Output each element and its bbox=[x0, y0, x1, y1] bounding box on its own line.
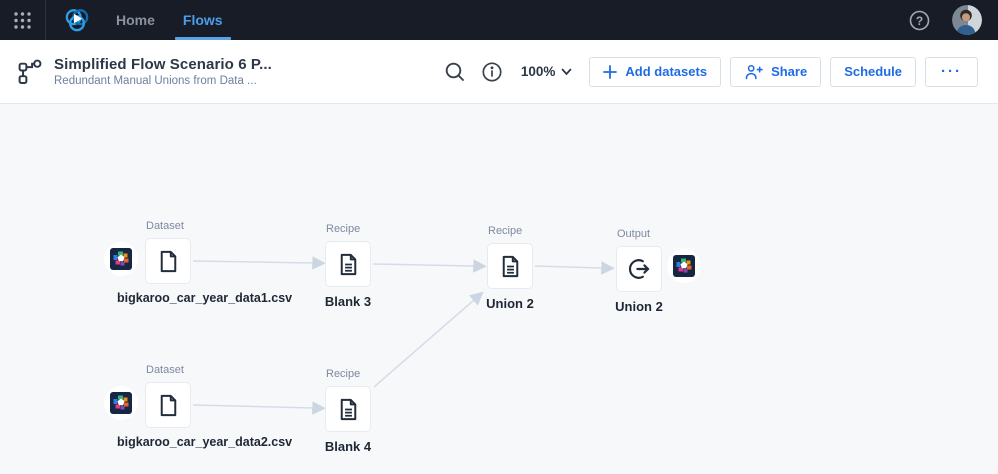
search-button[interactable] bbox=[444, 61, 466, 83]
navbar-right-cluster: ? bbox=[909, 5, 998, 35]
flow-icon bbox=[18, 59, 42, 84]
schedule-button[interactable]: Schedule bbox=[830, 56, 916, 87]
zoom-control[interactable]: 100% bbox=[521, 64, 573, 79]
output-icon bbox=[628, 259, 650, 279]
navbar-tabs: Home Flows bbox=[116, 0, 231, 40]
datasource-logo-icon bbox=[110, 392, 132, 414]
tab-home-label: Home bbox=[116, 12, 155, 28]
page-title: Simplified Flow Scenario 6 P... bbox=[54, 56, 272, 73]
avatar-photo bbox=[952, 5, 982, 35]
file-icon bbox=[160, 250, 176, 272]
datasource-badge bbox=[104, 386, 138, 420]
node-type-label: Recipe bbox=[326, 368, 361, 380]
schedule-label: Schedule bbox=[844, 64, 902, 79]
help-icon: ? bbox=[909, 10, 930, 30]
datasource-logo-icon bbox=[110, 248, 132, 270]
connector-line bbox=[534, 261, 615, 275]
title-block: Simplified Flow Scenario 6 P... Redundan… bbox=[54, 56, 272, 87]
search-icon bbox=[445, 62, 464, 81]
node-name-label: Blank 4 bbox=[324, 439, 372, 454]
share-label: Share bbox=[771, 64, 808, 79]
user-avatar[interactable] bbox=[952, 5, 982, 35]
add-datasets-button[interactable]: Add datasets bbox=[589, 56, 722, 87]
node-type-label: Recipe bbox=[326, 223, 361, 235]
flow-title-group: Simplified Flow Scenario 6 P... Redundan… bbox=[0, 56, 272, 87]
recipe-node-box[interactable] bbox=[487, 243, 533, 289]
node-recipe-blank4[interactable]: Recipe Blank 4 bbox=[325, 368, 371, 454]
datasource-logo-icon bbox=[673, 255, 695, 277]
node-dataset-1[interactable]: Dataset bigkaroo_car_year_data1.csv bbox=[117, 220, 292, 305]
waffle-dots-icon bbox=[14, 11, 31, 29]
toolbar-right-cluster: 100% Add datasets Share S bbox=[444, 56, 998, 87]
tab-home[interactable]: Home bbox=[116, 0, 155, 40]
file-icon bbox=[160, 394, 176, 416]
flow-toolbar: Simplified Flow Scenario 6 P... Redundan… bbox=[0, 40, 998, 104]
node-type-label: Dataset bbox=[146, 220, 184, 232]
navbar-divider bbox=[45, 0, 46, 40]
datasource-badge bbox=[104, 242, 138, 276]
recipe-icon bbox=[340, 398, 356, 420]
recipe-icon bbox=[340, 253, 356, 275]
node-name-label: Union 2 bbox=[615, 299, 663, 314]
info-button[interactable] bbox=[481, 61, 503, 83]
output-node-box[interactable] bbox=[616, 246, 662, 292]
datasource-badge bbox=[667, 249, 701, 283]
active-tab-underline bbox=[174, 37, 231, 40]
chevron-down-icon bbox=[562, 68, 572, 75]
dataset-node-box[interactable] bbox=[145, 382, 191, 428]
recipe-icon bbox=[502, 255, 518, 277]
node-name-label: bigkaroo_car_year_data2.csv bbox=[117, 435, 293, 449]
connector-line bbox=[192, 256, 326, 270]
connector-line bbox=[373, 291, 484, 388]
share-button[interactable]: Share bbox=[730, 56, 822, 87]
plus-icon bbox=[603, 64, 618, 79]
node-dataset-2[interactable]: Dataset bigkaroo_car_year_data2.csv bbox=[117, 364, 292, 449]
top-navbar: Home Flows ? bbox=[0, 0, 998, 40]
prep-logo-icon bbox=[65, 9, 89, 32]
recipe-node-box[interactable] bbox=[325, 241, 371, 287]
node-type-label: Output bbox=[617, 228, 651, 240]
node-output-union2[interactable]: Output Union 2 bbox=[615, 228, 663, 314]
ellipsis-icon: ··· bbox=[941, 63, 962, 80]
node-name-label: bigkaroo_car_year_data1.csv bbox=[117, 291, 293, 305]
node-type-label: Dataset bbox=[146, 364, 184, 376]
node-type-label: Recipe bbox=[488, 225, 523, 237]
dataset-node-box[interactable] bbox=[145, 238, 191, 284]
prep-logo[interactable] bbox=[62, 5, 92, 35]
page-subtitle: Redundant Manual Unions from Data ... bbox=[54, 75, 257, 87]
connector-line bbox=[372, 259, 487, 273]
zoom-level: 100% bbox=[520, 64, 556, 79]
tab-flows-label: Flows bbox=[182, 12, 223, 28]
help-button[interactable]: ? bbox=[909, 10, 930, 31]
recipe-node-box[interactable] bbox=[325, 386, 371, 432]
node-recipe-union2[interactable]: Recipe Union 2 bbox=[486, 225, 534, 311]
info-icon bbox=[482, 61, 502, 82]
flow-canvas[interactable]: Dataset bigkaroo_car_year_data1.csv Reci… bbox=[0, 104, 998, 474]
tab-flows[interactable]: Flows bbox=[174, 0, 231, 40]
apps-grid-icon[interactable] bbox=[0, 0, 45, 40]
node-name-label: Union 2 bbox=[486, 296, 534, 311]
connector-line bbox=[192, 401, 326, 415]
add-datasets-label: Add datasets bbox=[625, 64, 708, 79]
person-add-icon bbox=[745, 65, 763, 80]
more-button[interactable]: ··· bbox=[925, 56, 978, 87]
svg-text:?: ? bbox=[916, 13, 923, 27]
node-recipe-blank3[interactable]: Recipe Blank 3 bbox=[325, 223, 371, 309]
node-name-label: Blank 3 bbox=[324, 294, 372, 309]
